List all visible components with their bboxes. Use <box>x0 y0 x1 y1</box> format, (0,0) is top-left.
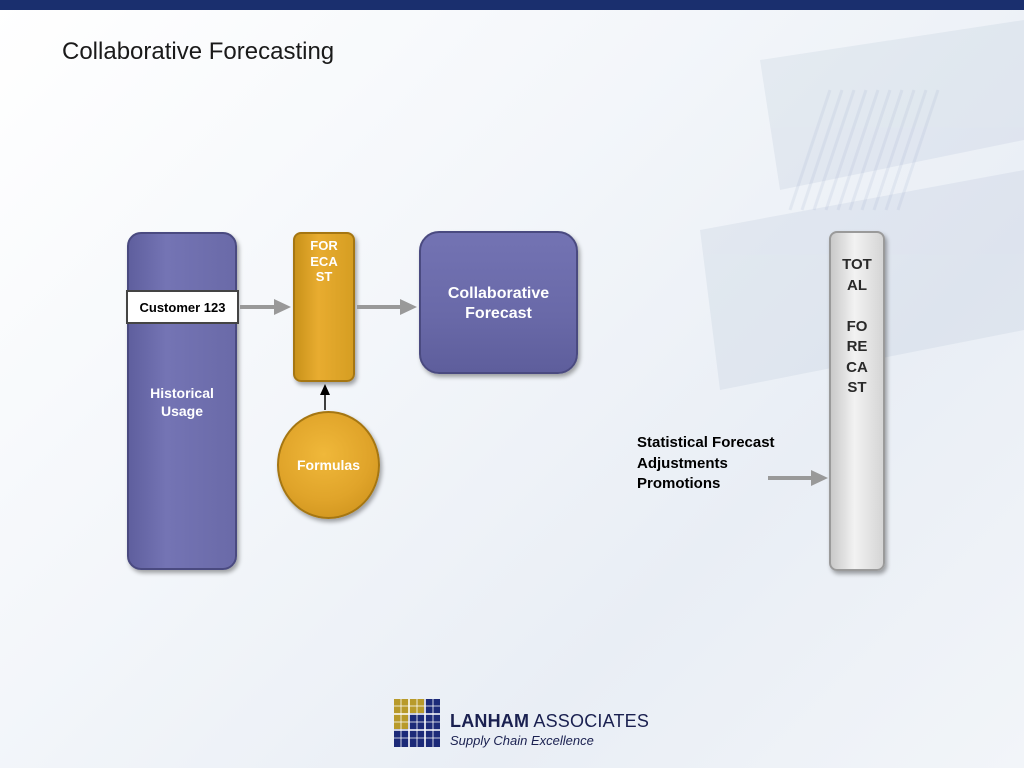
total-forecast-box <box>829 231 885 571</box>
logo-company-name: LANHAM ASSOCIATES <box>450 711 649 732</box>
arrow-formulas-to-forecast <box>320 384 330 410</box>
logo-tagline: Supply Chain Excellence <box>450 733 594 748</box>
logo-name-rest: ASSOCIATES <box>529 711 650 731</box>
historical-usage-label: Historical Usage <box>150 385 214 419</box>
customer-box: Customer 123 <box>126 290 239 324</box>
formulas-label: Formulas <box>296 457 360 473</box>
input-statistical-forecast: Statistical Forecast <box>637 434 775 451</box>
logo-name-bold: LANHAM <box>450 711 530 731</box>
arrow-inputs-to-total <box>768 470 828 486</box>
collaborative-forecast-label: Collaborative Forecast <box>447 285 550 322</box>
forecast-label: FORECAST <box>310 238 338 284</box>
input-adjustments: Adjustments <box>637 454 728 472</box>
arrow-customer-to-forecast <box>240 299 291 315</box>
lanham-logo-icon <box>394 699 440 747</box>
forecast-box <box>293 232 355 382</box>
collaborative-forecast-box <box>419 231 578 374</box>
formulas-circle <box>277 411 380 519</box>
arrow-forecast-to-collaborative <box>357 299 417 315</box>
slide-title: Collaborative Forecasting <box>62 38 335 65</box>
input-promotions: Promotions <box>637 475 721 492</box>
forecast-inputs-list: Statistical Forecast Adjustments Promoti… <box>637 433 775 495</box>
historical-usage-box <box>127 232 237 570</box>
header-bar <box>0 0 1024 10</box>
total-forecast-label: TOTAL FORECAST <box>842 256 872 396</box>
